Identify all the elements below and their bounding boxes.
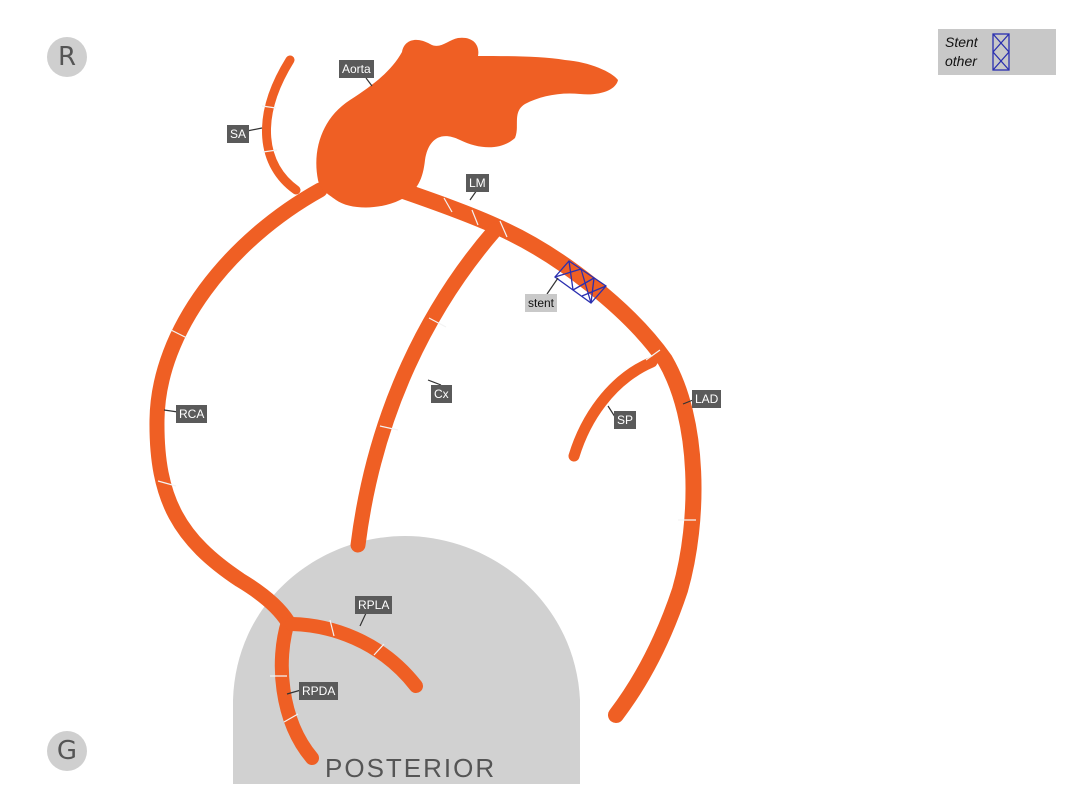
label-lad: LAD [692,390,722,408]
label-lm: LM [466,174,489,192]
label-sa: SA [227,125,250,143]
legend: Stent other [938,29,1056,75]
vessel-rca [149,182,328,630]
vessel-lad [492,220,702,723]
label-rpda: RPDA [299,682,339,700]
r-view-button[interactable]: R [47,37,87,77]
aorta [316,37,618,208]
stent-mesh-icon [992,33,1010,71]
label-aorta: Aorta [339,60,374,78]
label-rca: RCA [176,405,208,423]
g-view-button[interactable]: G [47,731,87,771]
vessel-rpla [285,617,423,693]
label-sp: SP [614,411,637,429]
vessel-lm [387,180,508,236]
vessel-rpda [274,615,319,765]
legend-other-label: other [945,53,977,69]
stent-marker [554,260,607,304]
vessel-sa [262,55,301,195]
vessel-cx [350,222,503,553]
label-rpla: RPLA [355,596,393,614]
vessel-sp [568,356,658,462]
legend-stent-label: Stent [945,34,978,50]
posterior-label: POSTERIOR [325,753,497,783]
posterior-region [233,536,580,784]
label-cx: Cx [431,385,452,403]
label-stent: stent [525,294,558,312]
